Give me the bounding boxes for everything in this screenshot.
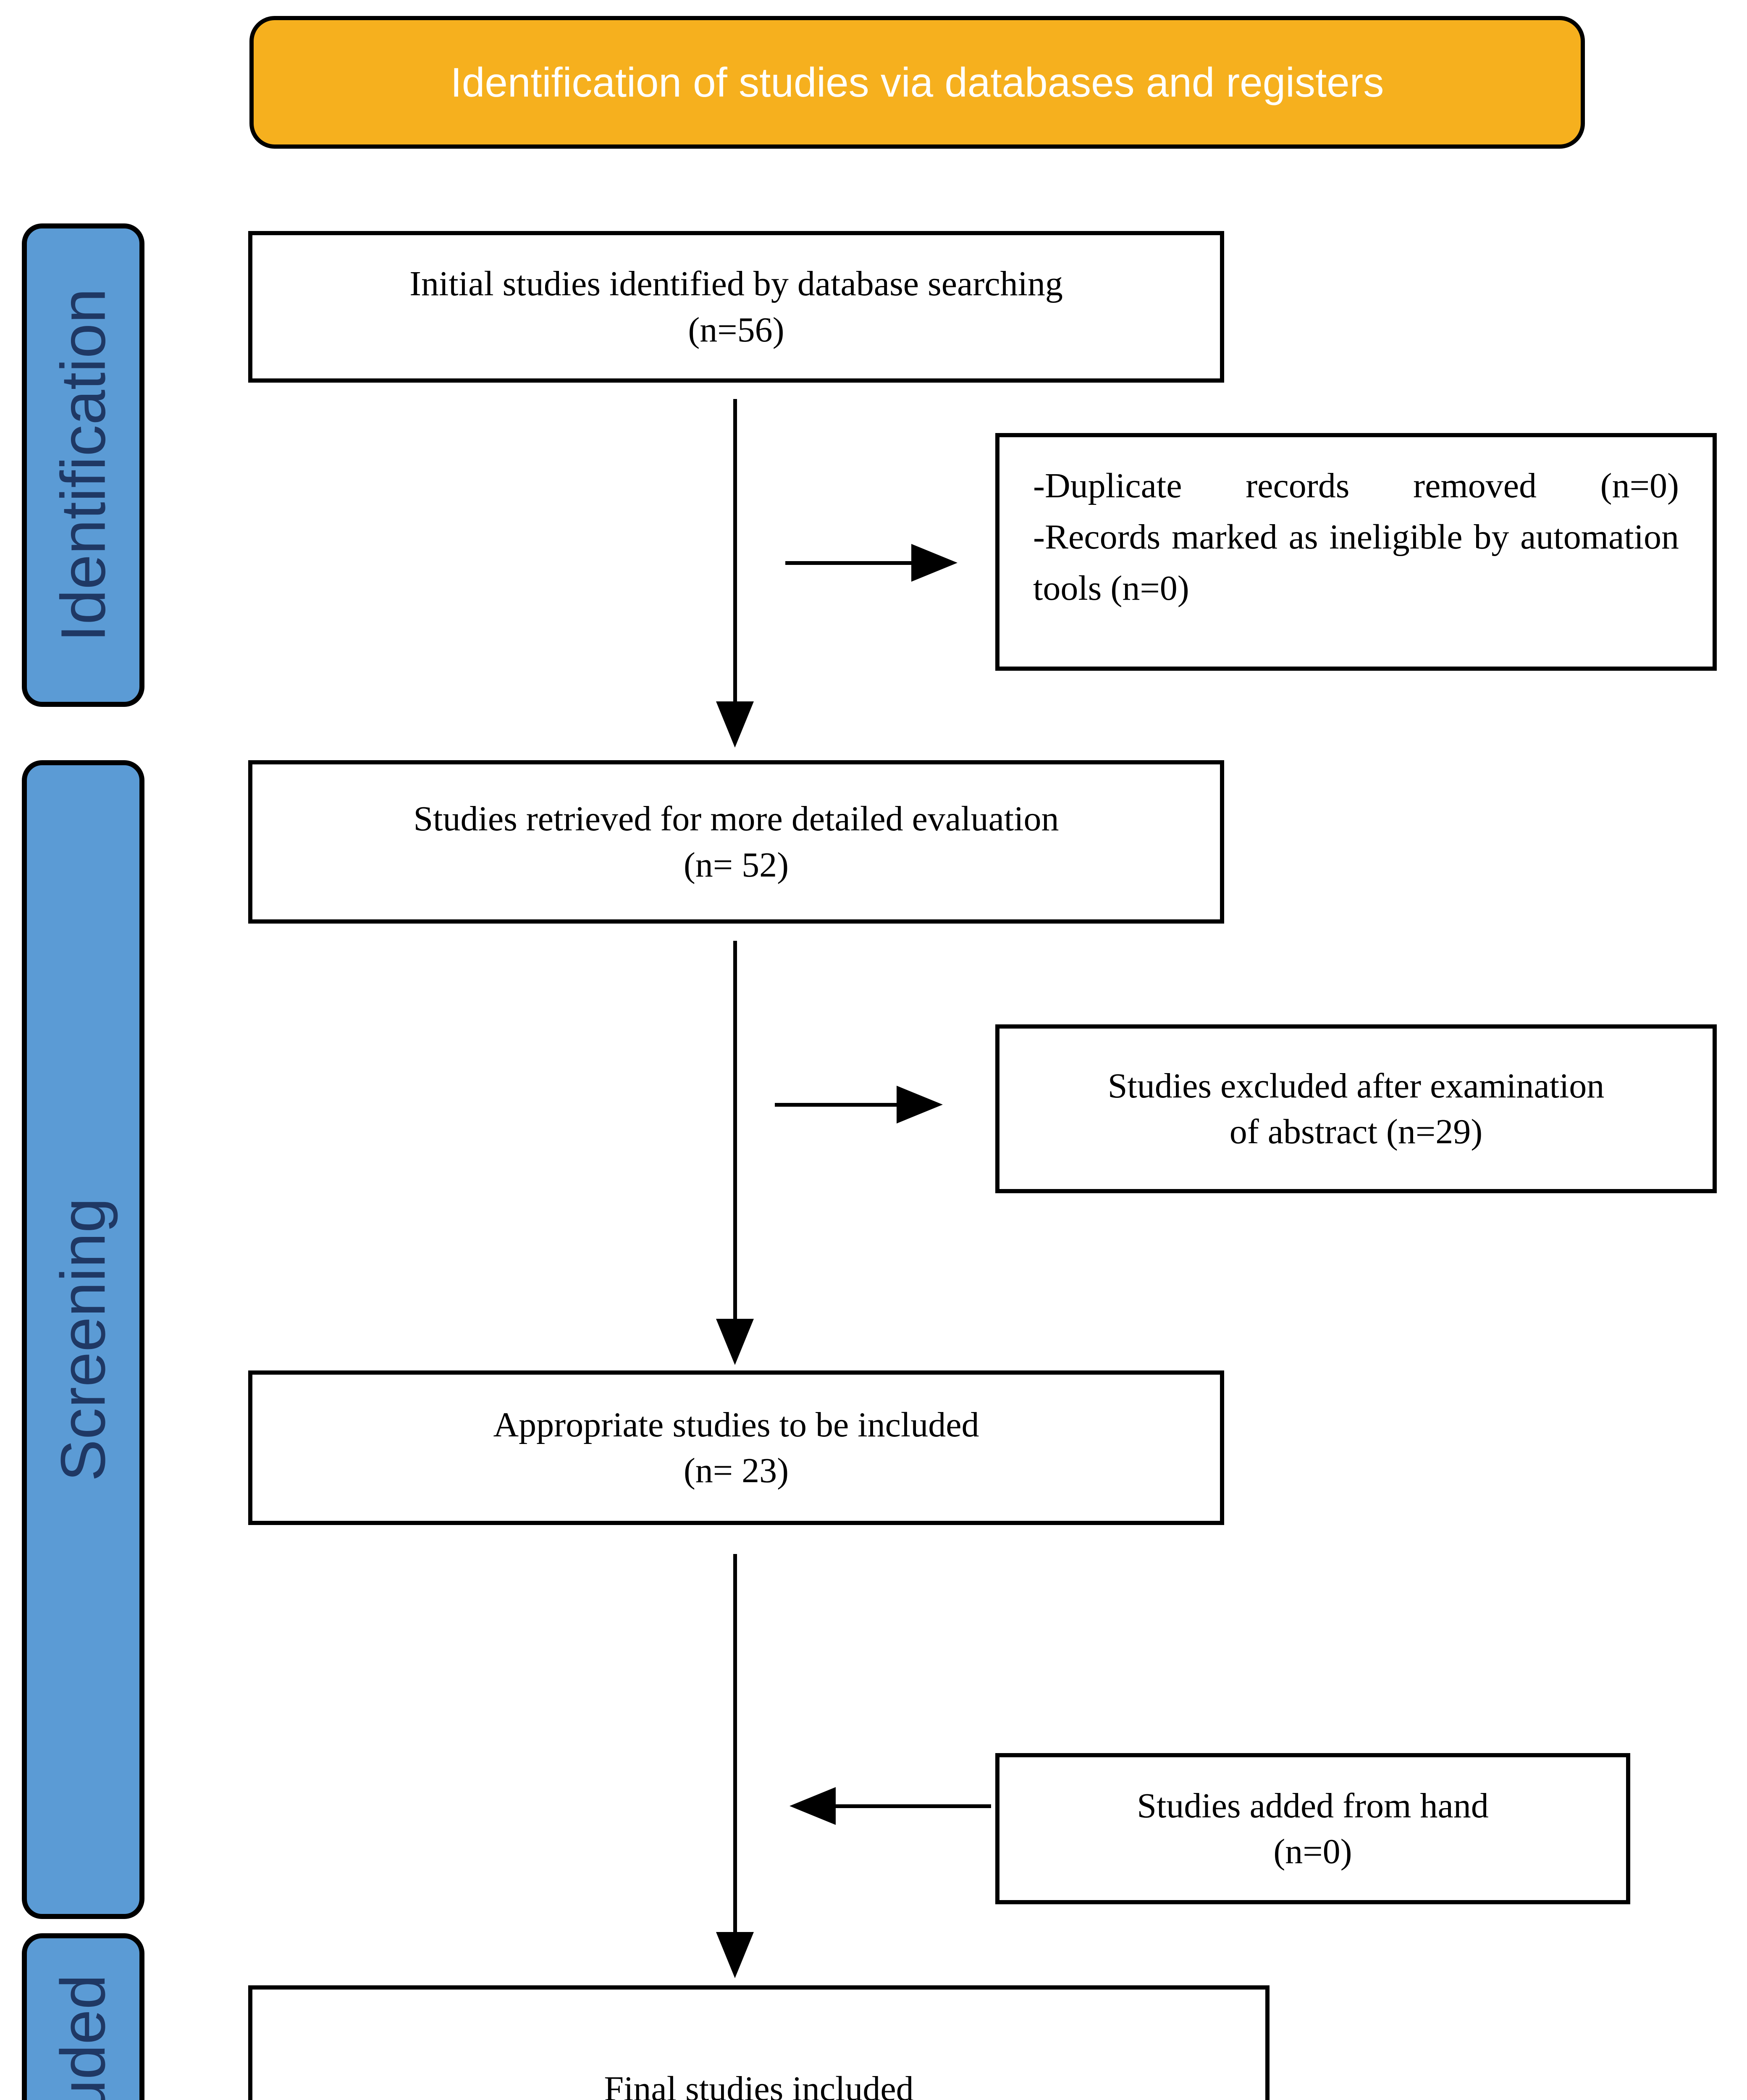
arrow-to-excluded-line xyxy=(775,1103,897,1107)
arrow-to-excluded-head xyxy=(897,1086,943,1124)
stage-identification-label: Identification xyxy=(47,288,118,642)
arrow-initial-to-retrieved-head xyxy=(716,701,754,748)
box-duplicates-bullet-2: -Records marked as ineligible by automat… xyxy=(1033,517,1679,608)
arrow-to-duplicates-head xyxy=(911,544,957,582)
arrow-from-hand-line xyxy=(834,1804,991,1808)
box-studies-added-hand-text: Studies added from hand (n=0) xyxy=(1137,1786,1489,1871)
arrow-appropriate-to-final-line xyxy=(733,1554,737,1932)
box-appropriate-studies-text: Appropriate studies to be included (n= 2… xyxy=(493,1405,979,1490)
box-studies-excluded-text: Studies excluded after examination of ab… xyxy=(1107,1066,1605,1151)
box-duplicates-removed: -Duplicate records removed (n=0) -Record… xyxy=(995,433,1717,671)
stage-identification: Identification xyxy=(22,223,144,707)
title-banner-label: Identification of studies via databases … xyxy=(450,59,1384,105)
box-duplicates-bullet-1: -Duplicate records removed (n=0) xyxy=(1033,466,1679,505)
box-studies-retrieved: Studies retrieved for more detailed eval… xyxy=(248,760,1224,924)
box-appropriate-studies: Appropriate studies to be included (n= 2… xyxy=(248,1370,1224,1525)
arrow-from-hand-head xyxy=(790,1787,836,1825)
box-studies-added-hand: Studies added from hand (n=0) xyxy=(995,1753,1630,1904)
stage-included: Included xyxy=(22,1933,144,2100)
box-studies-excluded: Studies excluded after examination of ab… xyxy=(995,1024,1717,1193)
box-initial-studies: Initial studies identified by database s… xyxy=(248,231,1224,383)
stage-included-label: Included xyxy=(47,1974,118,2100)
box-final-studies: Final studies included (n= 12) xyxy=(248,1985,1270,2100)
arrow-initial-to-retrieved-line xyxy=(733,399,737,701)
stage-screening: Screening xyxy=(22,760,144,1919)
stage-screening-label: Screening xyxy=(47,1197,118,1482)
arrow-retrieved-to-appropriate-line xyxy=(733,941,737,1319)
arrow-appropriate-to-final-head xyxy=(716,1932,754,1978)
box-initial-studies-text: Initial studies identified by database s… xyxy=(409,264,1063,349)
box-final-studies-text: Final studies included (n= 12) xyxy=(604,2069,914,2100)
arrow-retrieved-to-appropriate-head xyxy=(716,1319,754,1365)
title-banner: Identification of studies via databases … xyxy=(249,16,1585,149)
box-studies-retrieved-text: Studies retrieved for more detailed eval… xyxy=(413,799,1059,885)
arrow-to-duplicates-line xyxy=(785,561,911,565)
